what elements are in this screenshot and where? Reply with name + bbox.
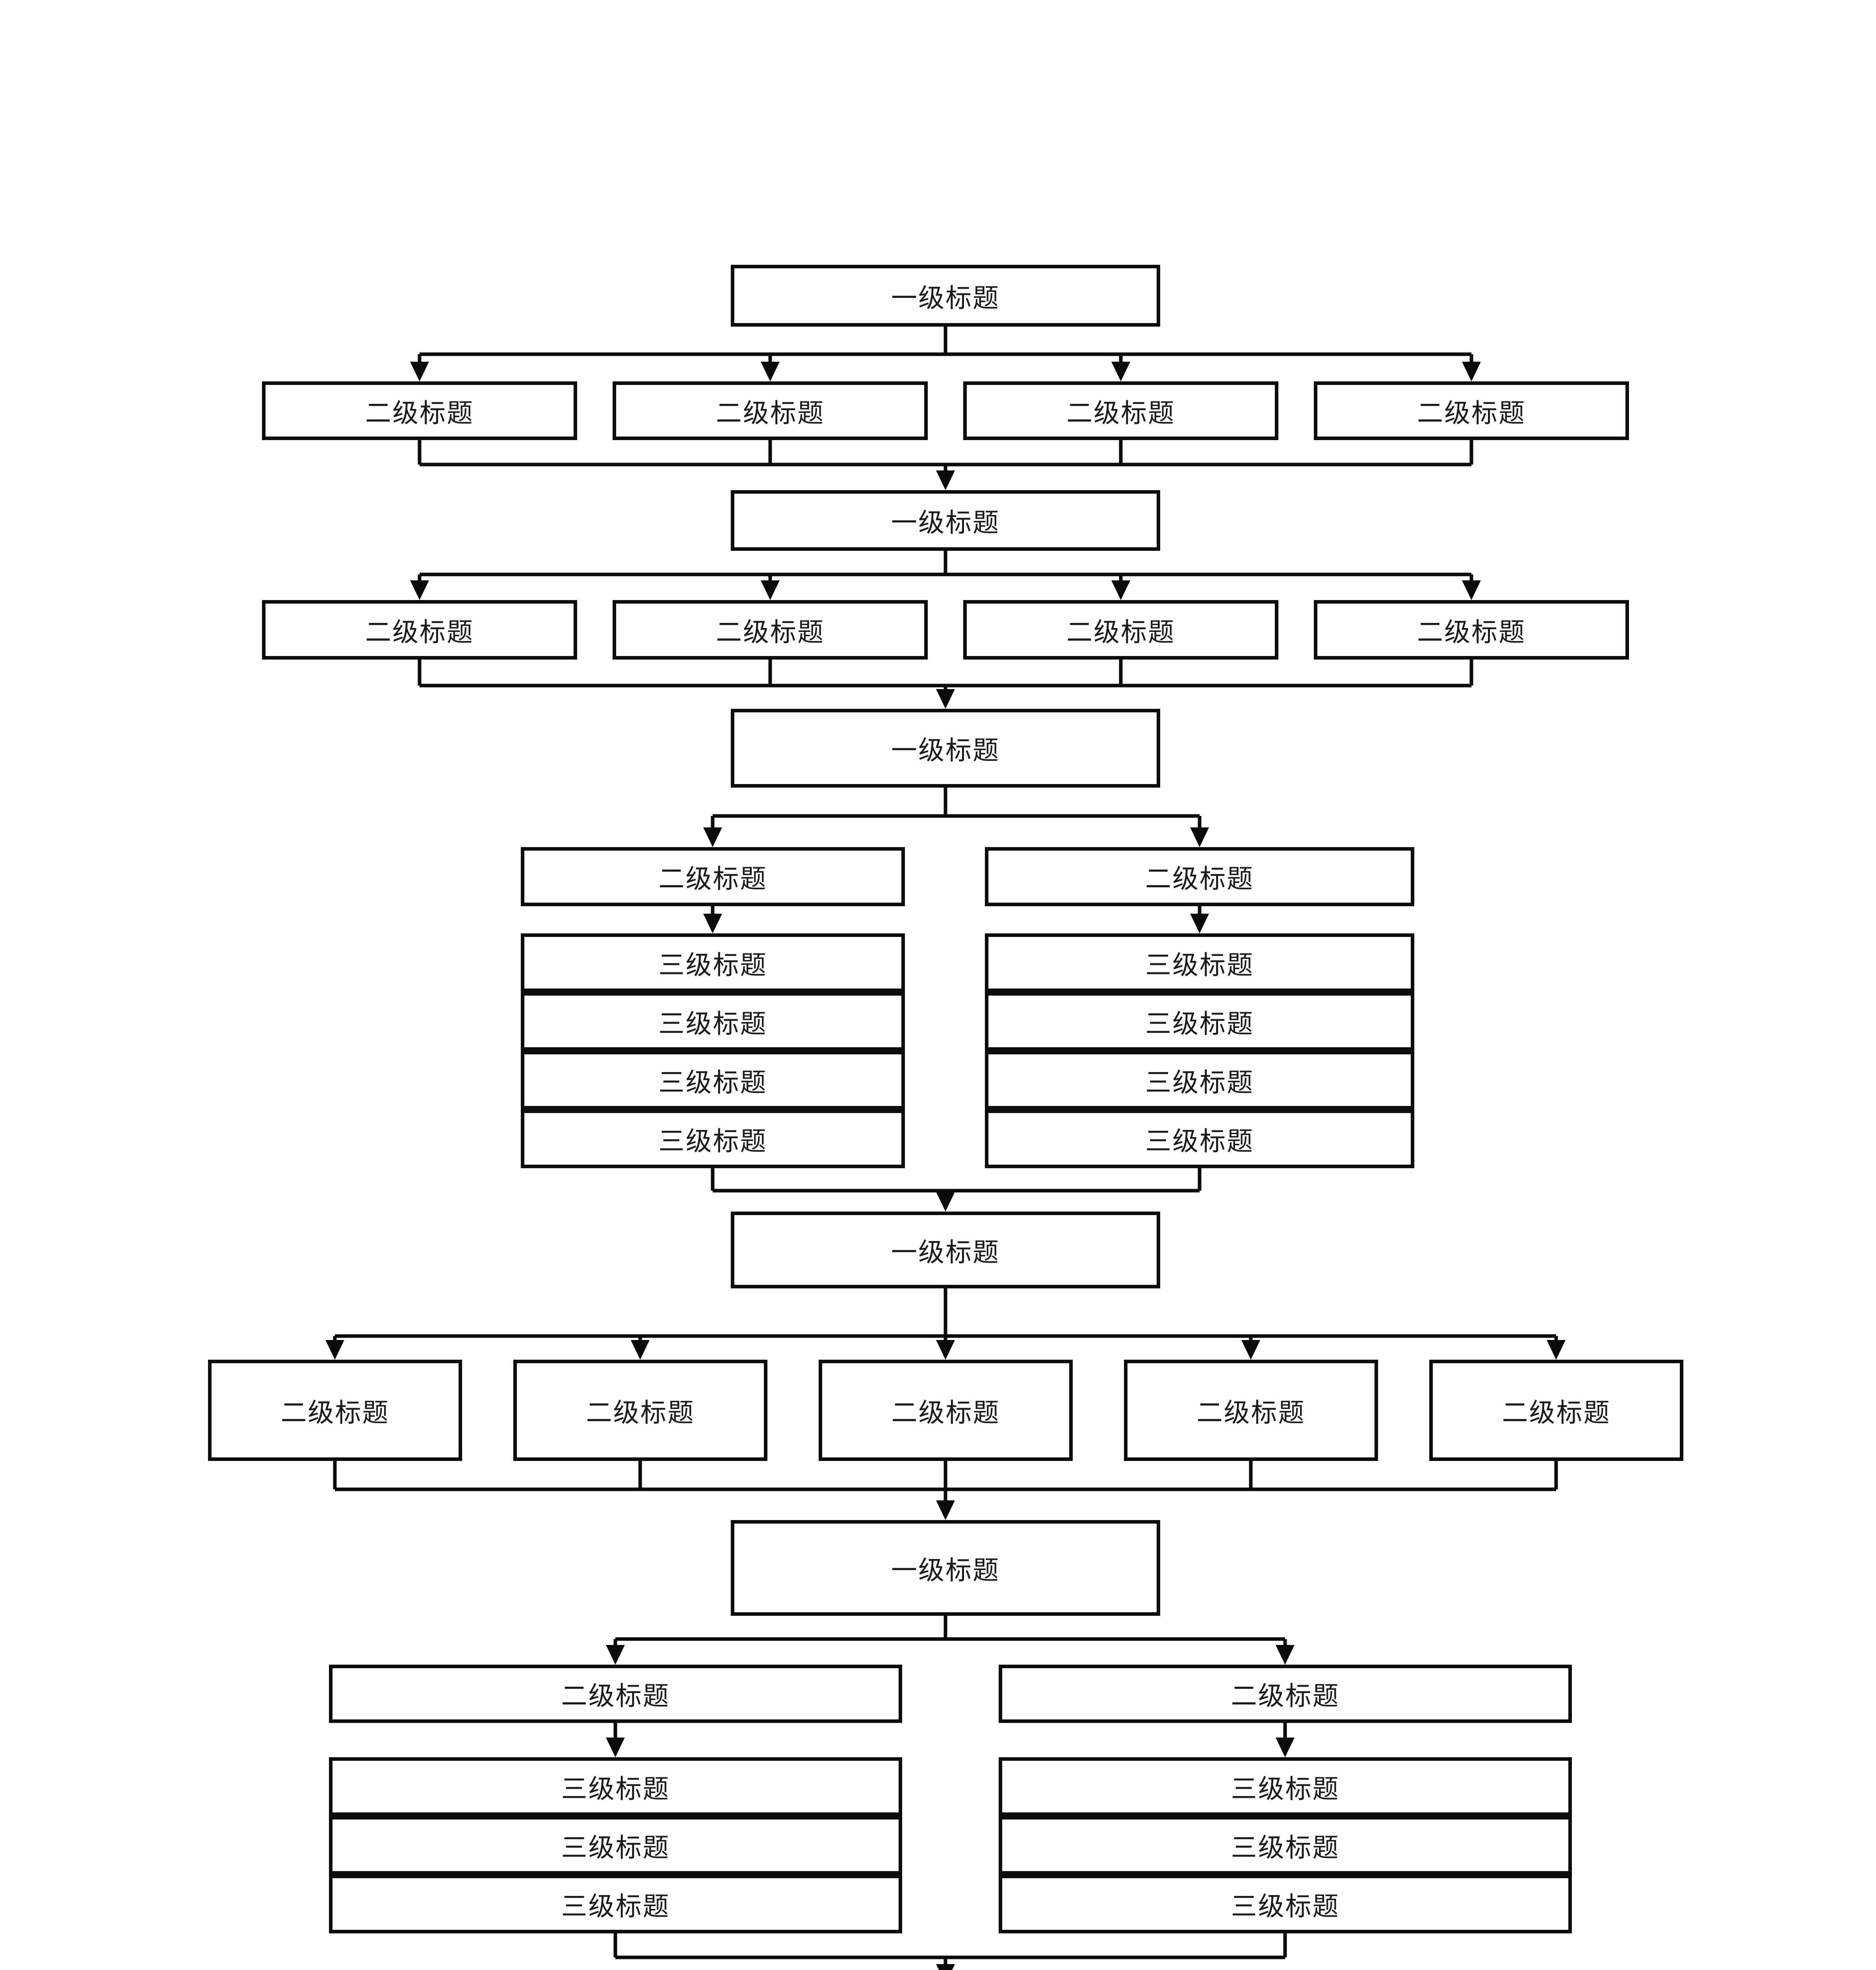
flow-node-level2-4: 二级标题 xyxy=(1314,381,1629,440)
arrowhead-icon xyxy=(410,362,429,381)
arrowhead-icon xyxy=(1241,1340,1260,1360)
node-label: 三级标题 xyxy=(1231,1833,1340,1862)
node-label: 三级标题 xyxy=(561,1775,670,1804)
node-label: 二级标题 xyxy=(1066,399,1175,428)
flow-node-level2-22: 二级标题 xyxy=(208,1360,462,1461)
node-label: 二级标题 xyxy=(1196,1398,1306,1427)
node-label: 二级标题 xyxy=(1066,618,1175,647)
arrowhead-icon xyxy=(606,1738,625,1757)
node-label: 三级标题 xyxy=(658,1068,767,1097)
flow-node-level1-0: 一级标题 xyxy=(731,265,1160,327)
node-label: 一级标题 xyxy=(891,284,1000,313)
flow-node-level2-7: 二级标题 xyxy=(613,600,928,660)
flow-node-level3-18: 三级标题 xyxy=(985,992,1414,1051)
node-label: 二级标题 xyxy=(280,1398,390,1427)
flow-node-level3-17: 三级标题 xyxy=(985,933,1414,992)
node-label: 二级标题 xyxy=(365,618,474,647)
node-label: 三级标题 xyxy=(1145,951,1254,980)
flow-node-level2-28: 二级标题 xyxy=(329,1665,902,1723)
flow-node-level2-6: 二级标题 xyxy=(262,600,577,660)
node-label: 二级标题 xyxy=(365,399,474,428)
arrowhead-icon xyxy=(1190,914,1209,933)
node-label: 一级标题 xyxy=(891,509,1000,537)
flow-node-level2-29: 二级标题 xyxy=(999,1665,1572,1723)
flow-node-level3-33: 三级标题 xyxy=(999,1757,1572,1816)
arrowhead-icon xyxy=(1190,827,1209,847)
arrowhead-icon xyxy=(325,1340,344,1360)
flow-node-level2-2: 二级标题 xyxy=(613,381,928,440)
flow-node-level1-10: 一级标题 xyxy=(731,709,1160,788)
arrowhead-icon xyxy=(1276,1738,1295,1757)
arrowhead-icon xyxy=(936,1964,955,1970)
node-label: 一级标题 xyxy=(891,1238,1000,1267)
node-label: 三级标题 xyxy=(1231,1775,1340,1804)
flow-node-level2-24: 二级标题 xyxy=(819,1360,1073,1461)
node-label: 三级标题 xyxy=(1231,1892,1340,1921)
node-label: 三级标题 xyxy=(1145,1009,1254,1039)
node-label: 三级标题 xyxy=(561,1833,670,1862)
flow-node-level2-9: 二级标题 xyxy=(1314,600,1629,660)
arrowhead-icon xyxy=(936,1192,955,1212)
arrowhead-icon xyxy=(761,580,780,600)
arrowhead-icon xyxy=(1276,1645,1295,1665)
node-label: 三级标题 xyxy=(1145,1068,1254,1097)
arrowhead-icon xyxy=(410,580,429,600)
arrowhead-icon xyxy=(936,1500,955,1520)
arrowhead-icon xyxy=(631,1340,650,1360)
node-label: 二级标题 xyxy=(1417,399,1526,428)
flow-node-level3-13: 三级标题 xyxy=(521,933,905,992)
arrowhead-icon xyxy=(1547,1340,1566,1360)
node-label: 一级标题 xyxy=(891,736,1000,765)
node-label: 二级标题 xyxy=(561,1682,670,1711)
node-label: 二级标题 xyxy=(1145,865,1254,894)
node-label: 二级标题 xyxy=(586,1398,695,1427)
node-label: 二级标题 xyxy=(1417,618,1526,647)
flow-node-level3-14: 三级标题 xyxy=(521,992,905,1051)
arrowhead-icon xyxy=(936,470,955,490)
flow-node-level3-31: 三级标题 xyxy=(329,1816,902,1875)
flow-node-level3-19: 三级标题 xyxy=(985,1051,1414,1110)
flow-node-level3-34: 三级标题 xyxy=(999,1816,1572,1875)
flow-node-level1-5: 一级标题 xyxy=(731,490,1160,551)
node-label: 二级标题 xyxy=(891,1398,1000,1427)
flow-node-level3-20: 三级标题 xyxy=(985,1110,1414,1168)
flow-node-level2-12: 二级标题 xyxy=(985,847,1414,906)
node-label: 三级标题 xyxy=(561,1892,670,1921)
arrowhead-icon xyxy=(703,914,722,933)
node-label: 二级标题 xyxy=(658,865,767,894)
flow-node-level2-3: 二级标题 xyxy=(963,381,1278,440)
arrowhead-icon xyxy=(761,362,780,381)
flow-node-level1-27: 一级标题 xyxy=(731,1520,1160,1616)
flow-node-level3-32: 三级标题 xyxy=(329,1875,902,1933)
flow-node-level1-21: 一级标题 xyxy=(731,1212,1160,1288)
node-label: 三级标题 xyxy=(658,1009,767,1039)
node-label: 二级标题 xyxy=(1231,1682,1340,1711)
flow-node-level3-30: 三级标题 xyxy=(329,1757,902,1816)
arrowhead-icon xyxy=(703,827,722,847)
node-label: 三级标题 xyxy=(658,951,767,980)
arrowhead-icon xyxy=(936,1340,955,1360)
flow-node-level2-1: 二级标题 xyxy=(262,381,577,440)
node-label: 二级标题 xyxy=(1502,1398,1611,1427)
arrowhead-icon xyxy=(1462,362,1481,381)
node-label: 三级标题 xyxy=(1145,1127,1254,1156)
flow-node-level3-15: 三级标题 xyxy=(521,1051,905,1110)
flow-node-level2-8: 二级标题 xyxy=(963,600,1278,660)
flow-node-level3-16: 三级标题 xyxy=(521,1110,905,1168)
flow-node-level2-23: 二级标题 xyxy=(513,1360,767,1461)
flow-node-level2-26: 二级标题 xyxy=(1429,1360,1683,1461)
node-label: 一级标题 xyxy=(891,1556,1000,1585)
flow-node-level2-25: 二级标题 xyxy=(1124,1360,1378,1461)
node-label: 三级标题 xyxy=(658,1127,767,1156)
flow-node-level2-11: 二级标题 xyxy=(521,847,905,906)
arrowhead-icon xyxy=(1462,580,1481,600)
node-label: 二级标题 xyxy=(716,618,825,647)
arrowhead-icon xyxy=(936,689,955,709)
arrowhead-icon xyxy=(1111,580,1130,600)
arrowhead-icon xyxy=(606,1645,625,1665)
flow-node-level3-35: 三级标题 xyxy=(999,1875,1572,1933)
node-label: 二级标题 xyxy=(716,399,825,428)
arrowhead-icon xyxy=(1111,362,1130,381)
